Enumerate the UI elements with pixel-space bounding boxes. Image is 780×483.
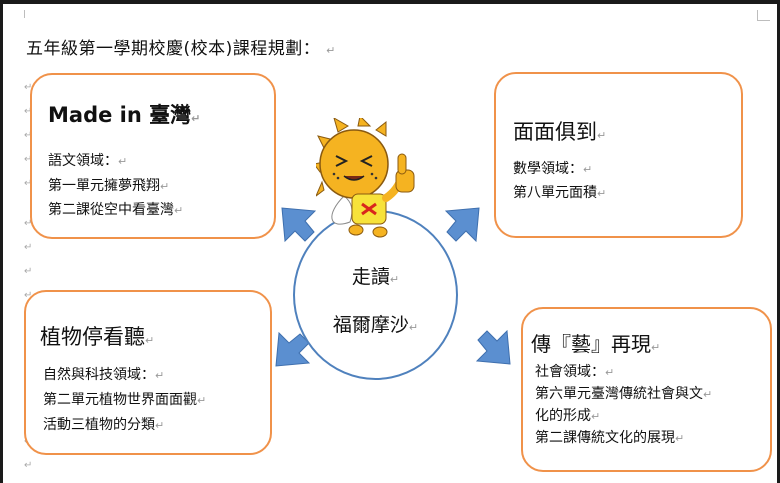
arrow-to-math (444, 207, 480, 243)
paragraph-mark: ↵ (24, 242, 33, 253)
nature-line: 活動三植物的分類↵ (43, 417, 165, 433)
social-line: 化的形成↵ (535, 408, 601, 424)
math-heading: 面面俱到↵ (513, 120, 607, 144)
paragraph-mark: ↵ (24, 218, 33, 229)
math-line: 數學領域：↵ (513, 161, 593, 177)
nature-line: 自然與科技領域：↵ (43, 367, 165, 383)
paragraph-mark: ↵ (24, 266, 33, 277)
paragraph-mark: ↵ (24, 82, 33, 93)
nature-line: 第二單元植物世界面面觀↵ (43, 392, 207, 408)
social-box: 傳『藝』再現↵ 社會領域：↵ 第六單元臺灣傳統社會與文↵ 化的形成↵ 第二課傳統… (521, 307, 772, 472)
sun-mascot-icon (316, 118, 415, 238)
frame-left-border (0, 0, 3, 483)
paragraph-mark: ↵ (24, 106, 33, 117)
paragraph-mark: ↵ (326, 44, 336, 57)
made-in-taiwan-box: Made in 臺灣↵ 語文領域：↵ 第一單元擁夢飛翔↵ 第二課從空中看臺灣↵ (30, 73, 276, 239)
math-line: 第八單元面積↵ (513, 185, 607, 201)
made-in-taiwan-line: 第一單元擁夢飛翔↵ (48, 178, 170, 194)
arrow-to-nature (275, 331, 311, 367)
made-in-taiwan-line: 第二課從空中看臺灣↵ (48, 202, 184, 218)
nature-box: 植物停看聽↵ 自然與科技領域：↵ 第二單元植物世界面面觀↵ 活動三植物的分類↵ (24, 290, 272, 455)
social-heading: 傳『藝』再現↵ (531, 332, 661, 356)
arrow-to-made-in-taiwan (281, 207, 317, 243)
arrow-to-social (475, 329, 511, 365)
frame-right-border (777, 0, 780, 483)
page-title: 五年級第一學期校慶(校本)課程規劃： ↵ (26, 34, 336, 59)
crop-mark-top-right (757, 10, 770, 21)
hub-title-line-1: 走讀↵ (351, 266, 400, 288)
made-in-taiwan-line: 語文領域：↵ (48, 153, 128, 169)
page-title-text: 五年級第一學期校慶(校本)課程規劃： (26, 39, 321, 59)
paragraph-mark: ↵ (24, 460, 33, 471)
paragraph-mark: ↵ (24, 290, 33, 301)
social-line: 社會領域：↵ (535, 364, 615, 380)
hub-title-line-2: 福爾摩沙↵ (332, 314, 419, 336)
frame-top-border (0, 0, 780, 4)
crop-mark-top-left (16, 10, 25, 18)
social-line: 第二課傳統文化的展現↵ (535, 430, 685, 446)
math-box: 面面俱到↵ 數學領域：↵ 第八單元面積↵ (494, 72, 743, 238)
paragraph-mark: ↵ (24, 130, 33, 141)
paragraph-mark: ↵ (24, 178, 33, 189)
nature-heading: 植物停看聽↵ (40, 325, 155, 349)
paragraph-mark: ↵ (24, 154, 33, 165)
social-line: 第六單元臺灣傳統社會與文↵ (535, 386, 713, 402)
made-in-taiwan-heading: Made in 臺灣↵ (48, 103, 201, 127)
